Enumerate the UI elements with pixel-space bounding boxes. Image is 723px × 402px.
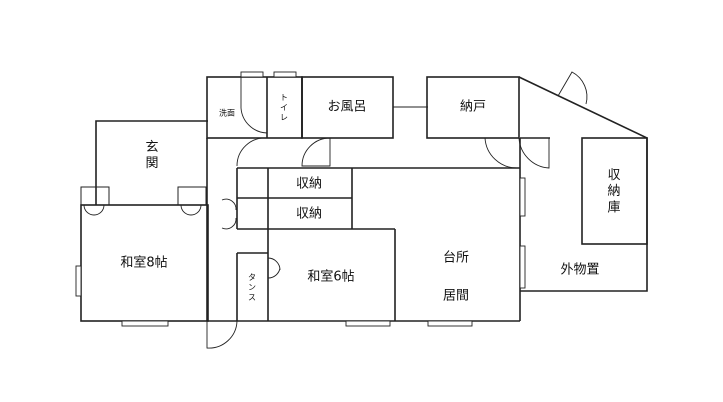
door-swing: [518, 137, 550, 169]
window: [121, 320, 169, 327]
door-swing: [236, 137, 268, 167]
window: [519, 177, 526, 217]
windows: [75, 71, 526, 327]
room-label-living: 居間: [443, 289, 469, 304]
room-label-genkan: 玄関: [145, 139, 158, 170]
room-label-washroom: 洗面: [219, 108, 235, 118]
window: [273, 71, 297, 78]
room-label-closet: 収納: [296, 177, 322, 192]
doors: [80, 71, 588, 349]
storeroom-wall: [426, 76, 520, 139]
room-label-tansu: タンス: [248, 273, 256, 302]
shed-outline: [518, 76, 648, 292]
room-label-bath: お風呂: [327, 100, 366, 115]
window: [75, 265, 82, 297]
door-swing: [240, 77, 268, 134]
storage-shed-wall: [581, 137, 648, 245]
room-label-storage-shed: 収納庫: [607, 167, 620, 215]
room-label-toilet: トイレ: [280, 93, 288, 122]
door-swing: [301, 137, 331, 167]
room-label-storeroom: 納戸: [460, 100, 486, 115]
door-swing: [484, 137, 518, 169]
room-label-washitsu-8: 和室8帖: [120, 255, 167, 271]
window: [427, 320, 473, 327]
window: [240, 71, 264, 78]
door-swing: [221, 198, 237, 230]
room-label-washitsu-6: 和室6帖: [307, 269, 354, 285]
room-label-kitchen: 台所: [443, 251, 469, 266]
door-swing: [267, 257, 281, 279]
door-swing: [206, 320, 238, 349]
room-label-outdoor-storage: 外物置: [560, 263, 599, 278]
labels: 玄関 洗面 トイレ お風呂 納戸 収納庫 収納 収納 和室8帖 和室6帖 タンス…: [120, 93, 620, 304]
genkan-wall: [95, 120, 208, 205]
window: [519, 245, 526, 289]
door-swing: [557, 71, 588, 105]
room-label-closet: 収納: [296, 207, 322, 222]
window: [345, 320, 391, 327]
